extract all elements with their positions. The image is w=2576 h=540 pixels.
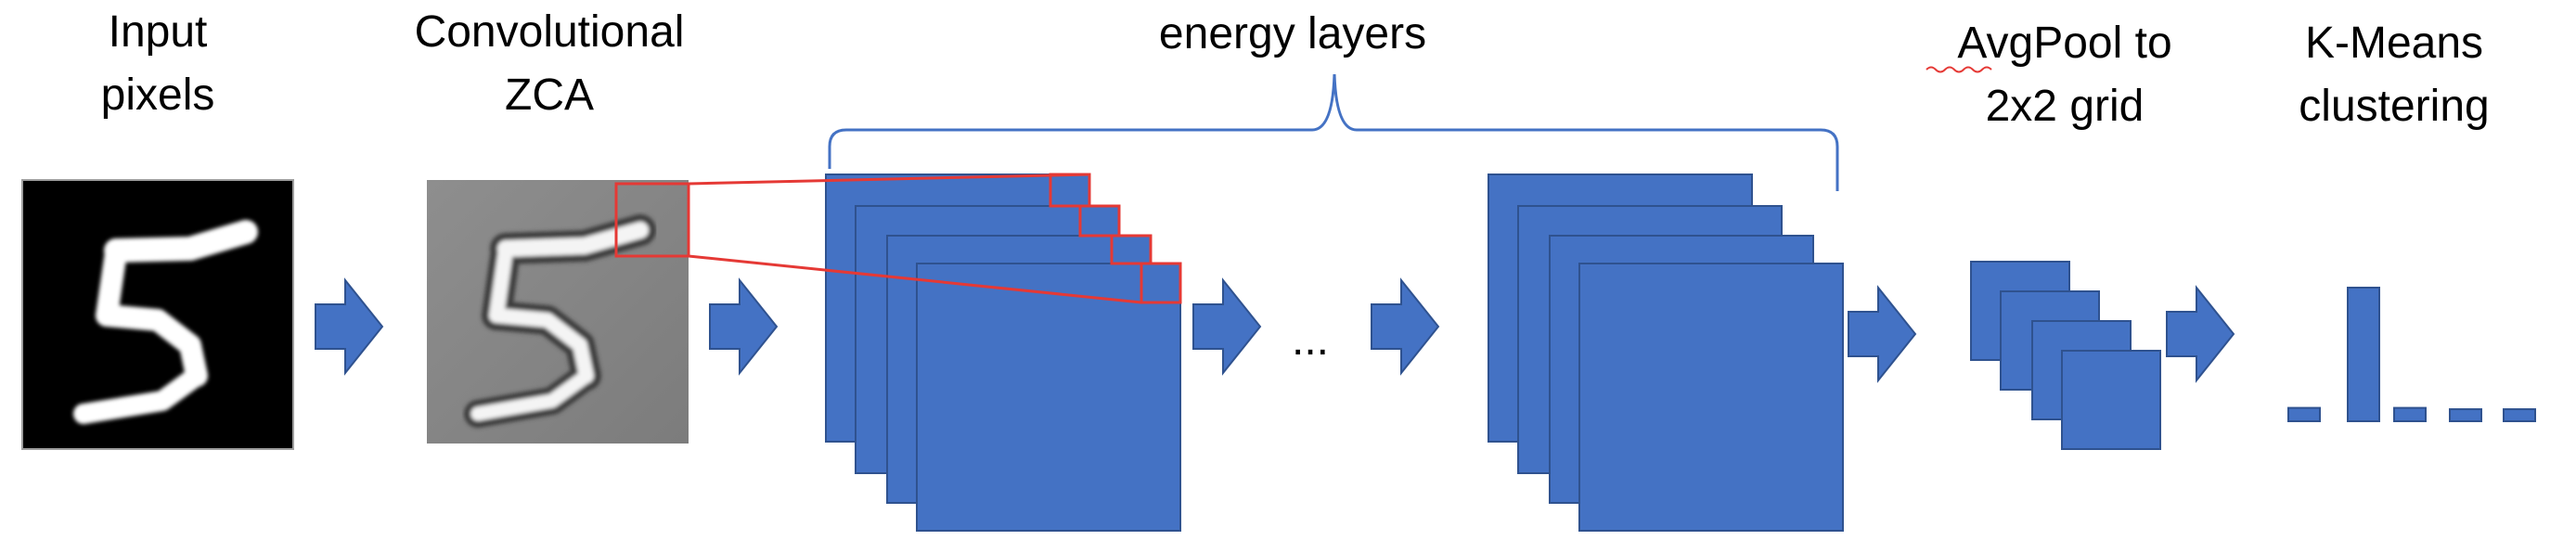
arrow-icon-2: [709, 277, 779, 376]
histogram-bar-5: [2503, 408, 2536, 423]
projection-line-top: [688, 173, 1090, 186]
kmeans-histogram: [2287, 287, 2536, 423]
zca-image: [427, 180, 690, 444]
energy-layers-brace: [828, 73, 1839, 191]
avgpool-grid-stack: [1970, 261, 2161, 450]
arrow-icon-6: [2166, 285, 2235, 383]
arrow-icon-4: [1371, 277, 1440, 376]
label-input-line2: pixels: [101, 71, 215, 120]
arrow-icon-3: [1192, 277, 1262, 376]
energy-layer-stack-1: [688, 173, 1182, 532]
label-zca-line1: Convolutional: [415, 7, 685, 57]
patch-highlight: [1078, 204, 1121, 238]
projection-line-bottom: [688, 254, 1142, 304]
zca-patch-highlight: [614, 182, 690, 258]
arrow-icon-5: [1848, 285, 1917, 383]
feature-map: [916, 263, 1181, 532]
arrow-icon-1: [315, 277, 384, 376]
input-image: [21, 179, 294, 450]
label-avgpool-line1: AvgPool to: [1957, 19, 2171, 68]
histogram-bar-4: [2449, 408, 2482, 423]
patch-highlight: [1110, 234, 1153, 265]
histogram-bar-1: [2287, 406, 2321, 423]
feature-map: [1578, 263, 1844, 532]
label-zca-line2: ZCA: [505, 71, 594, 120]
histogram-bar-2: [2347, 287, 2380, 422]
pooled-map: [2061, 350, 2161, 450]
histogram-bar-3: [2393, 406, 2427, 423]
label-kmeans-line2: clustering: [2299, 82, 2489, 131]
label-input-line1: Input: [109, 7, 208, 57]
ellipsis-more-layers: ...: [1292, 315, 1329, 365]
label-kmeans-line1: K-Means: [2305, 19, 2483, 68]
label-avgpool-line2: 2x2 grid: [1986, 82, 2145, 131]
spellcheck-underline: [1926, 66, 1992, 73]
patch-highlight: [1140, 262, 1182, 304]
label-energy-layers: energy layers: [1159, 9, 1426, 58]
energy-layer-stack-2: [1488, 174, 1844, 532]
